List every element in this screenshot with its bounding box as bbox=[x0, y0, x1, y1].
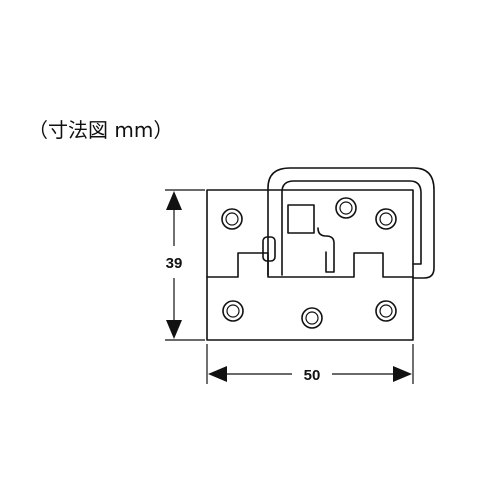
width-arrow-left-icon bbox=[208, 366, 227, 382]
width-dimension-label: 50 bbox=[304, 367, 321, 384]
slot-opening bbox=[287, 204, 315, 234]
screw-hole-bottom-middle bbox=[301, 307, 323, 329]
hinge-knuckle bbox=[262, 236, 276, 262]
hinge-leaf-outline bbox=[206, 276, 414, 341]
height-dimension-label: 39 bbox=[166, 255, 183, 272]
screw-hole-top-right bbox=[375, 208, 397, 230]
height-arrow-up-icon bbox=[166, 191, 182, 210]
screw-hole-top-middle bbox=[335, 197, 357, 219]
keyhole-notch bbox=[317, 227, 335, 273]
screw-hole-bottom-right bbox=[375, 300, 397, 322]
width-arrow-right-icon bbox=[393, 366, 412, 382]
drawing-title: （寸法図 mm） bbox=[28, 118, 173, 142]
staple-loop-outer bbox=[267, 167, 435, 279]
height-arrow-down-icon bbox=[166, 320, 182, 339]
screw-hole-bottom-left bbox=[222, 300, 244, 322]
screw-hole-top-left bbox=[221, 208, 243, 230]
staple-loop-inner bbox=[281, 180, 422, 276]
